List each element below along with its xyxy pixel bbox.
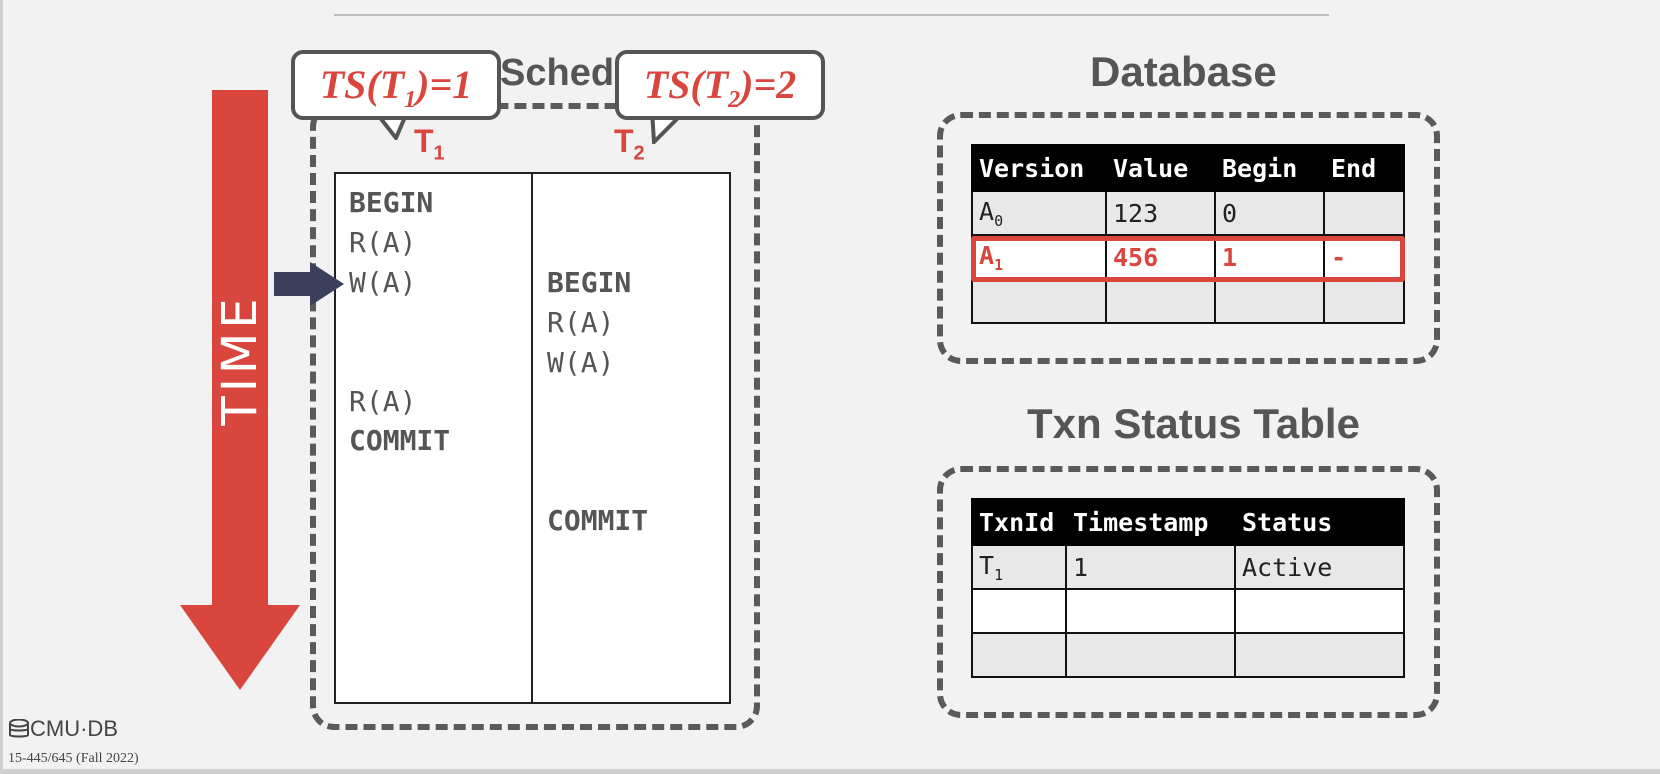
txn-status-table: TxnId Timestamp Status T1 1 Active — [971, 498, 1405, 678]
cell-begin: 1 — [1214, 234, 1325, 280]
cell-version: A0 — [971, 190, 1107, 236]
time-arrow — [180, 90, 300, 690]
cell-value: 123 — [1105, 190, 1216, 236]
col-version: Version — [971, 144, 1107, 192]
t2-column-header: T2 — [614, 123, 645, 165]
table-row: A0 123 0 — [971, 190, 1405, 236]
database-title: Database — [1090, 48, 1277, 95]
t1-op-read-2: R(A) — [349, 385, 417, 418]
highlight-box — [971, 236, 1405, 282]
database-icon — [9, 718, 29, 738]
t1-op-write: W(A) — [349, 266, 417, 299]
t1-timestamp-bubble: TS(T1)=1 — [291, 50, 501, 120]
cell-status: Active — [1234, 544, 1405, 590]
t1-op-read: R(A) — [349, 226, 417, 259]
table-row: T1 1 Active — [971, 544, 1405, 590]
t2-op-begin: BEGIN — [547, 266, 632, 299]
current-step-arrow-icon — [274, 262, 344, 306]
database-box — [937, 112, 1440, 364]
t1-op-begin: BEGIN — [349, 186, 434, 219]
database-version-table: Version Value Begin End A0 123 0 A1 456 … — [971, 144, 1405, 324]
txn-status-box — [937, 466, 1440, 718]
table-header-row: TxnId Timestamp Status — [971, 498, 1405, 546]
cell-end — [1323, 190, 1405, 236]
col-txnid: TxnId — [971, 498, 1067, 546]
header-divider — [334, 14, 1329, 16]
t1-op-commit: COMMIT — [349, 424, 451, 457]
cmu-db-logo: CMU·DB — [8, 716, 118, 742]
t1-column-header: T1 — [414, 123, 445, 165]
table-row-highlighted: A1 456 1 - — [971, 234, 1405, 280]
table-row-empty — [971, 278, 1405, 324]
schedule-box — [310, 103, 760, 730]
time-label: TIME — [212, 294, 268, 426]
bottom-border — [0, 769, 1660, 774]
cell-end: - — [1323, 234, 1405, 280]
table-header-row: Version Value Begin End — [971, 144, 1405, 192]
col-value: Value — [1105, 144, 1216, 192]
t2-op-write: W(A) — [547, 346, 615, 379]
t2-op-commit: COMMIT — [547, 504, 649, 537]
col-begin: Begin — [1214, 144, 1325, 192]
table-row-empty — [971, 588, 1405, 634]
col-timestamp: Timestamp — [1065, 498, 1236, 546]
cell-timestamp: 1 — [1065, 544, 1236, 590]
t2-timestamp-bubble: TS(T2)=2 — [615, 50, 825, 120]
txn-status-title: Txn Status Table — [1027, 400, 1360, 447]
t2-op-read: R(A) — [547, 306, 615, 339]
col-end: End — [1323, 144, 1405, 192]
cell-txnid: T1 — [971, 544, 1067, 590]
course-label: 15-445/645 (Fall 2022) — [8, 751, 139, 766]
schedule-column-divider — [531, 172, 533, 704]
table-row-empty — [971, 632, 1405, 678]
cell-begin: 0 — [1214, 190, 1325, 236]
col-status: Status — [1234, 498, 1405, 546]
left-border — [0, 0, 3, 774]
